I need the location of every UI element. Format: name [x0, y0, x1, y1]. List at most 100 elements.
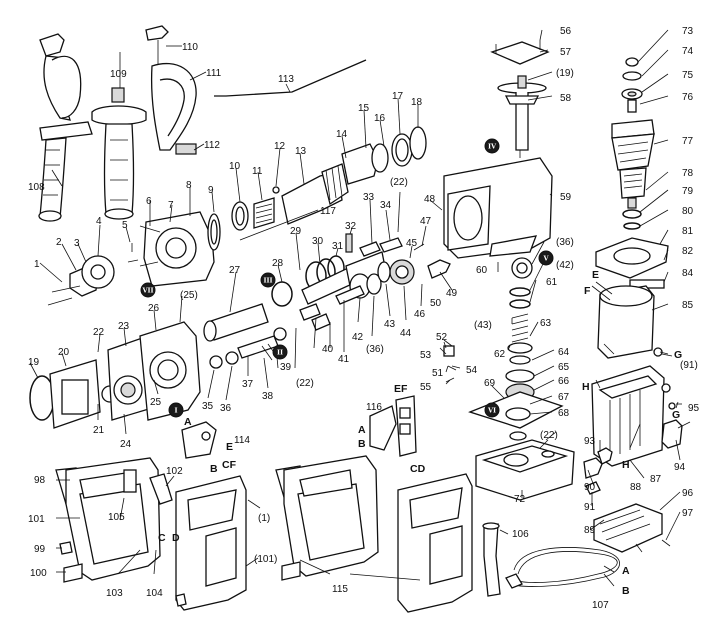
ref-22a: (22): [390, 177, 408, 188]
label-108: 108: [28, 182, 45, 193]
label-38: 38: [262, 391, 274, 402]
label-101: 101: [28, 514, 45, 525]
label-79: 79: [682, 186, 694, 197]
label-116: 116: [366, 402, 382, 413]
conn-b-switch: B: [358, 438, 366, 450]
field-coil-group: [591, 281, 673, 359]
label-87: 87: [650, 474, 662, 485]
conn-cf-114: CF: [222, 459, 237, 471]
label-103: 103: [106, 588, 123, 599]
label-45: 45: [406, 238, 418, 249]
assembly-badges: I II III IV V VI VII: [140, 138, 554, 418]
label-10: 10: [229, 161, 241, 172]
leader-lines: [29, 29, 681, 581]
reference-labels: (1) (19) (22) (22) (22) (25) (36) (36) (…: [180, 68, 698, 565]
label-102: 102: [166, 466, 183, 477]
badge-iv: IV: [488, 143, 497, 151]
conn-f-coil: F: [584, 285, 591, 297]
label-39: 39: [280, 362, 292, 373]
conn-c-left: C: [158, 532, 166, 544]
label-33: 33: [363, 192, 375, 203]
label-104: 104: [146, 588, 163, 599]
label-30: 30: [312, 236, 324, 247]
conn-e-114: E: [226, 441, 233, 453]
label-26: 26: [148, 303, 160, 314]
label-77: 77: [682, 136, 694, 147]
label-72: 72: [514, 494, 526, 505]
depth-rod: [214, 59, 367, 97]
conn-g-housing: G: [672, 409, 680, 421]
label-113: 113: [278, 74, 294, 85]
label-57: 57: [560, 47, 572, 58]
label-27: 27: [229, 265, 241, 276]
label-111: 111: [206, 68, 222, 79]
ref-36a: (36): [366, 344, 384, 355]
label-28: 28: [272, 258, 284, 269]
ref-22c: (22): [540, 430, 558, 441]
label-8: 8: [186, 180, 192, 191]
label-98: 98: [34, 475, 46, 486]
side-handle-109: [91, 87, 147, 220]
label-76: 76: [682, 92, 694, 103]
label-60: 60: [476, 265, 488, 276]
badge-i: I: [174, 407, 177, 415]
label-78: 78: [682, 168, 694, 179]
clamp-band-111: [145, 25, 197, 155]
motor-housing-group: [443, 40, 553, 279]
label-49: 49: [446, 288, 458, 299]
label-110: 110: [182, 42, 198, 53]
label-84: 84: [682, 268, 694, 279]
label-117: 117: [320, 206, 336, 217]
handle-housing-left: [55, 457, 161, 583]
cylinder-group: [231, 126, 427, 231]
ref-42: (42): [556, 260, 574, 271]
label-88: 88: [630, 482, 642, 493]
label-21: 21: [93, 425, 105, 436]
label-6: 6: [146, 196, 152, 207]
label-69: 69: [484, 378, 496, 389]
label-44: 44: [400, 328, 412, 339]
cover-96: [593, 503, 671, 553]
label-94: 94: [674, 462, 686, 473]
label-90: 90: [584, 482, 596, 493]
label-109: 109: [110, 69, 127, 80]
piston-group: [203, 233, 451, 361]
side-handle-108: [38, 33, 93, 222]
ref-1: (1): [258, 513, 270, 524]
label-7: 7: [168, 200, 174, 211]
ref-43: (43): [474, 320, 492, 331]
label-115: 115: [332, 584, 348, 595]
conn-a-cord: A: [622, 565, 630, 577]
label-51: 51: [432, 368, 444, 379]
label-3: 3: [74, 238, 80, 249]
ref-19: (19): [556, 68, 574, 79]
badge-vii: VII: [141, 287, 153, 295]
label-64: 64: [558, 347, 570, 358]
label-42: 42: [352, 332, 364, 343]
label-16: 16: [374, 113, 386, 124]
label-53: 53: [420, 350, 432, 361]
label-37: 37: [242, 379, 254, 390]
label-105: 105: [108, 512, 125, 523]
label-22: 22: [93, 327, 105, 338]
label-80: 80: [682, 206, 694, 217]
conn-cd-switch: CD: [410, 463, 426, 475]
label-18: 18: [411, 97, 423, 108]
label-35: 35: [202, 401, 214, 412]
label-56: 56: [560, 26, 572, 37]
conn-h-housing: H: [622, 459, 630, 471]
label-41: 41: [338, 354, 350, 365]
label-48: 48: [424, 194, 436, 205]
label-81: 81: [682, 226, 694, 237]
label-91: 91: [584, 502, 596, 513]
label-20: 20: [58, 347, 70, 358]
label-89: 89: [584, 525, 596, 536]
power-cord: [482, 522, 620, 597]
label-2: 2: [56, 237, 62, 248]
conn-e-coil: E: [592, 269, 599, 281]
conn-a-114: A: [184, 416, 192, 428]
conn-a-switch: A: [358, 424, 366, 436]
motor-housing-87: [583, 365, 691, 495]
label-5: 5: [122, 220, 128, 231]
